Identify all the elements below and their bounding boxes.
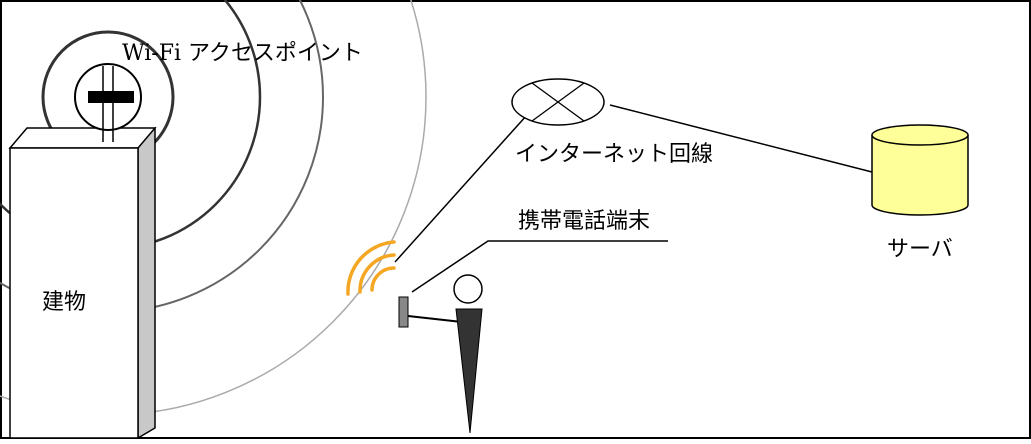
line-internet-to-server <box>609 104 873 173</box>
access-point-body <box>88 91 134 103</box>
internet-label: インターネット回線 <box>515 142 713 167</box>
person-head <box>453 274 483 304</box>
access-point-label: Wi-Fi アクセスポイント <box>122 41 363 66</box>
phone-label: 携帯電話端末 <box>518 209 650 234</box>
access-point-device <box>74 63 142 142</box>
wifi-arc-2 <box>358 253 396 294</box>
building-front <box>9 147 139 439</box>
person-with-phone <box>398 274 483 434</box>
server-body <box>871 135 969 216</box>
internet-node <box>511 78 605 126</box>
wifi-arc-3 <box>346 240 396 296</box>
building-side <box>137 126 156 440</box>
wifi-signal-icon <box>346 240 396 296</box>
line-phone-to-internet <box>394 114 528 263</box>
connection-lines <box>394 104 873 293</box>
person-body <box>455 308 483 434</box>
server-label: サーバ <box>887 237 953 262</box>
internet-cross-b <box>531 82 585 122</box>
building-roof <box>8 127 157 149</box>
building <box>8 126 157 440</box>
person-arm <box>407 315 463 323</box>
server-cylinder <box>871 124 969 216</box>
server-top <box>871 124 969 146</box>
building-label: 建物 <box>42 290 86 315</box>
phone-device <box>398 296 409 328</box>
phone-leader-line <box>411 240 668 293</box>
wifi-arc-1 <box>370 266 396 292</box>
